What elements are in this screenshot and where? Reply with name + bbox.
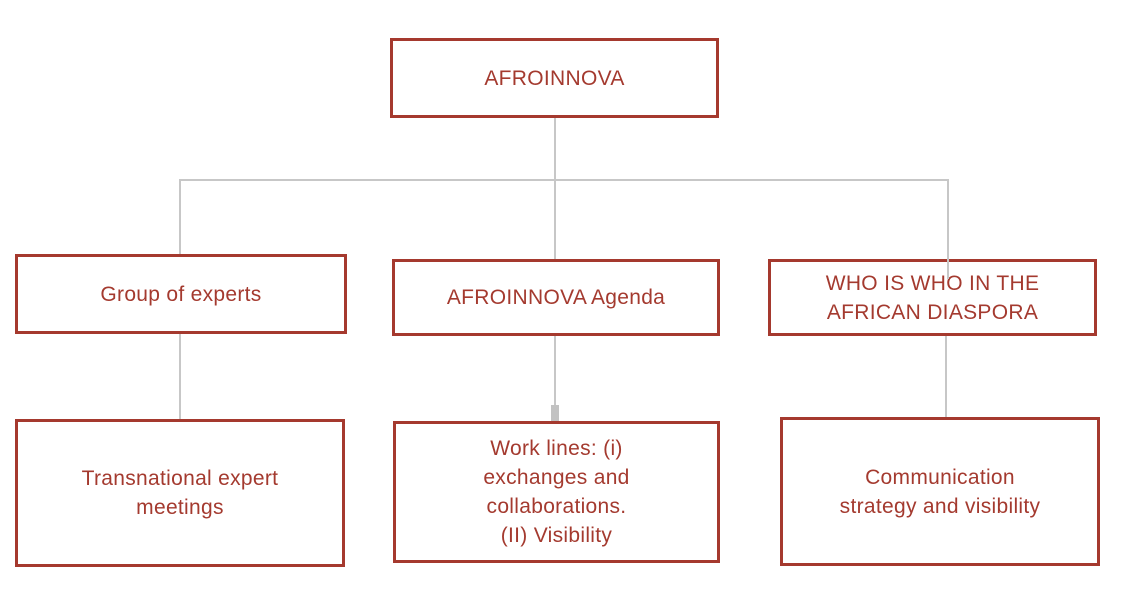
node-afroinnova-agenda-label: AFROINNOVA Agenda [446,286,666,309]
node-communication-strategy: Communication strategy and visibility [780,417,1100,566]
connector-root-stem [554,117,556,180]
connector-arrow-stub [551,405,559,421]
connector-branch-bar [179,179,949,181]
connector-agenda-to-worklines [554,335,556,421]
node-work-lines-label: Work lines: (i) exchanges and collaborat… [483,437,630,547]
node-work-lines: Work lines: (i) exchanges and collaborat… [393,421,720,563]
connector-experts-to-meetings [179,333,181,419]
node-communication-strategy-label: Communication strategy and visibility [839,465,1041,518]
node-afroinnova-label: AFROINNOVA [484,66,625,90]
node-group-of-experts: Group of experts [15,254,347,334]
node-who-is-who: WHO IS WHO IN THE AFRICAN DIASPORA [768,259,1097,336]
connector-whoiswho-to-communication [945,335,947,417]
connector-to-agenda [554,179,556,261]
node-afroinnova: AFROINNOVA [390,38,719,118]
connector-to-whoiswho [947,179,949,279]
connector-to-experts [179,179,181,256]
node-group-of-experts-label: Group of experts [100,282,262,306]
node-who-is-who-label: WHO IS WHO IN THE AFRICAN DIASPORA [825,271,1040,324]
node-transnational-meetings: Transnational expert meetings [15,419,345,567]
node-afroinnova-agenda: AFROINNOVA Agenda [392,259,720,336]
node-transnational-meetings-label: Transnational expert meetings [81,467,279,519]
